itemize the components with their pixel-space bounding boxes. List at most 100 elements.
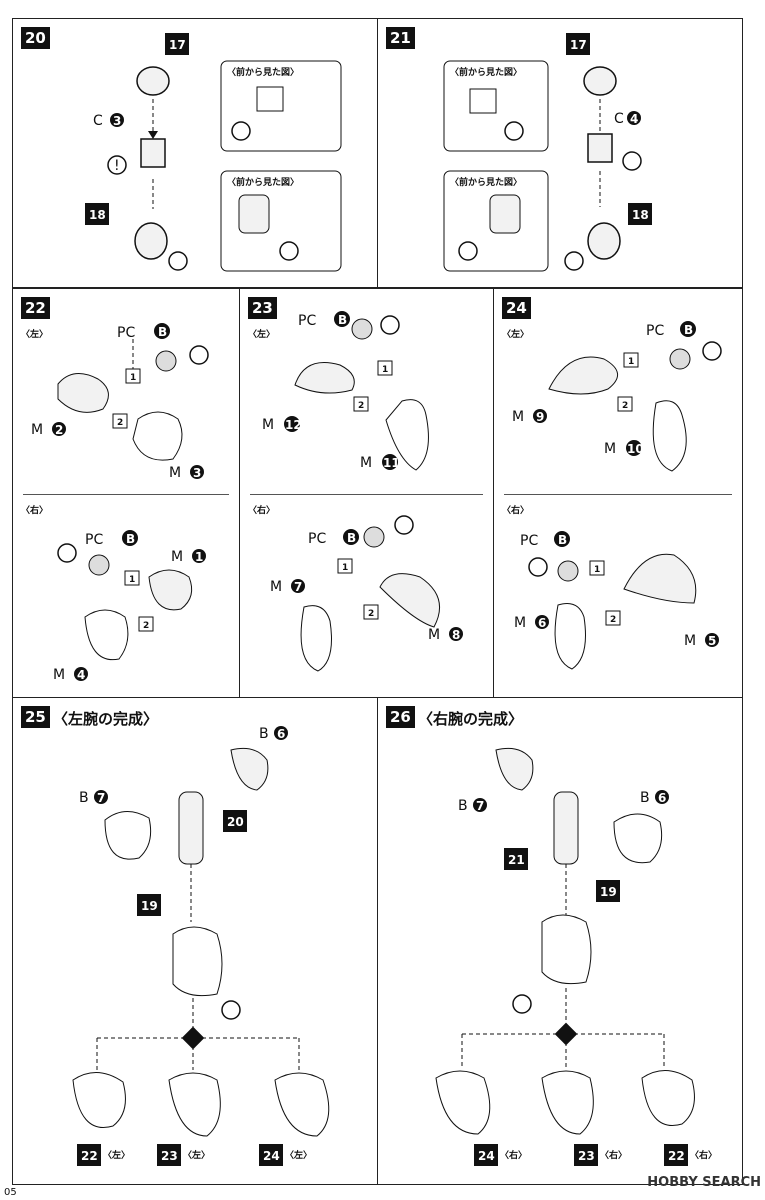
svg-text:M: M <box>512 409 524 425</box>
svg-text:11: 11 <box>383 456 400 470</box>
svg-text:B: B <box>158 325 167 339</box>
fist-hand-part <box>72 1072 126 1128</box>
svg-text:M: M <box>360 455 372 471</box>
side-label-right: 〈右〉 <box>248 506 276 516</box>
svg-text:PC: PC <box>646 323 664 339</box>
svg-text:〈前から見た図〉: 〈前から見た図〉 <box>227 66 299 78</box>
svg-text:2: 2 <box>622 401 628 411</box>
svg-text:7: 7 <box>294 580 302 594</box>
svg-text:M: M <box>684 633 696 649</box>
svg-text:PC: PC <box>117 325 135 341</box>
svg-text:〈前から見た図〉: 〈前から見た図〉 <box>450 176 522 188</box>
page-number: 05 <box>4 1187 17 1198</box>
caution-icon <box>504 121 524 141</box>
side-label-left: 〈左〉 <box>502 330 530 340</box>
svg-text:2: 2 <box>117 418 123 428</box>
caution-icon <box>189 345 209 365</box>
svg-text:〈左〉: 〈左〉 <box>103 1149 130 1161</box>
svg-text:〈前から見た図〉: 〈前から見た図〉 <box>227 176 299 188</box>
caution-icon <box>221 1000 241 1020</box>
step-21-diagram: 17 C 4 18 〈前から見た図〉 〈前から見た図〉 <box>443 33 652 272</box>
svg-text:1: 1 <box>129 575 135 585</box>
step-20-diagram: 17 C 3 ! 18 〈前から見た図〉 〈前から見た図〉 <box>85 33 342 272</box>
side-label-right: 〈右〉 <box>502 506 530 516</box>
watermark: HOBBY SEARCH <box>647 1175 761 1190</box>
svg-text:5: 5 <box>708 634 716 648</box>
svg-text:B: B <box>338 313 347 327</box>
svg-text:B: B <box>259 726 269 742</box>
svg-text:B: B <box>458 798 468 814</box>
step-20-panel: 20 17 C 3 ! 18 〈前から見た図〉 〈前から見た図〉 <box>12 18 378 288</box>
svg-text:〈右〉: 〈右〉 <box>690 1149 717 1161</box>
step-number: 21 <box>386 27 415 49</box>
svg-text:23: 23 <box>578 1149 595 1163</box>
divider <box>23 494 229 495</box>
caution-icon <box>622 151 642 171</box>
caution-icon <box>702 341 722 361</box>
step-number: 23 <box>248 297 277 319</box>
svg-text:B: B <box>347 531 356 545</box>
svg-text:M: M <box>428 627 440 643</box>
elbow-part <box>134 222 168 260</box>
svg-text:22: 22 <box>668 1149 685 1163</box>
svg-text:19: 19 <box>600 885 617 899</box>
svg-text:B: B <box>684 323 693 337</box>
svg-text:1: 1 <box>195 550 203 564</box>
caution-icon <box>564 251 584 271</box>
svg-text:M: M <box>604 441 616 457</box>
svg-text:4: 4 <box>630 112 638 126</box>
elbow-cap-part <box>104 811 152 860</box>
svg-text:PC: PC <box>308 531 326 547</box>
svg-text:19: 19 <box>141 899 158 913</box>
grip-hand-part <box>274 1072 330 1137</box>
side-label-left: 〈左〉 <box>248 330 276 340</box>
svg-text:21: 21 <box>508 853 525 867</box>
step-number: 20 <box>21 27 50 49</box>
svg-text:23: 23 <box>161 1149 178 1163</box>
svg-text:12: 12 <box>285 418 302 432</box>
svg-text:PC: PC <box>85 532 103 548</box>
side-label-right: 〈右〉 <box>21 506 49 516</box>
svg-text:!: ! <box>114 158 120 174</box>
caution-icon <box>512 994 532 1014</box>
svg-text:PC: PC <box>520 533 538 549</box>
step-title: 〈左腕の完成〉 <box>53 710 159 728</box>
svg-text:3: 3 <box>193 466 201 480</box>
svg-text:7: 7 <box>97 791 105 805</box>
svg-text:6: 6 <box>538 616 546 630</box>
svg-text:2: 2 <box>368 609 374 619</box>
shoulder-joint-part <box>136 66 170 96</box>
svg-text:1: 1 <box>130 373 136 383</box>
side-label-left: 〈左〉 <box>21 330 49 340</box>
svg-text:3: 3 <box>113 114 121 128</box>
svg-text:8: 8 <box>452 628 460 642</box>
caution-icon <box>107 155 127 175</box>
svg-text:〈右〉: 〈右〉 <box>600 1149 627 1161</box>
selector-diamond <box>181 1026 205 1050</box>
part-c4 <box>587 133 613 163</box>
c-label: C <box>93 113 103 129</box>
svg-text:M: M <box>53 667 65 683</box>
step-number: 24 <box>502 297 531 319</box>
forearm-part <box>172 926 223 997</box>
svg-text:M: M <box>514 615 526 631</box>
open-hand-part <box>168 1072 221 1137</box>
svg-text:M: M <box>169 465 181 481</box>
upper-arm-assembly <box>178 791 204 865</box>
svg-text:2: 2 <box>358 401 364 411</box>
svg-text:2: 2 <box>55 423 63 437</box>
svg-text:7: 7 <box>476 799 484 813</box>
caution-icon <box>528 557 548 577</box>
svg-text:M: M <box>270 579 282 595</box>
caution-icon <box>394 515 414 535</box>
step-number: 25 <box>21 706 50 728</box>
svg-text:M: M <box>31 422 43 438</box>
step-number: 26 <box>386 706 415 728</box>
svg-text:2: 2 <box>143 621 149 631</box>
shoulder-cover-part <box>230 747 269 791</box>
